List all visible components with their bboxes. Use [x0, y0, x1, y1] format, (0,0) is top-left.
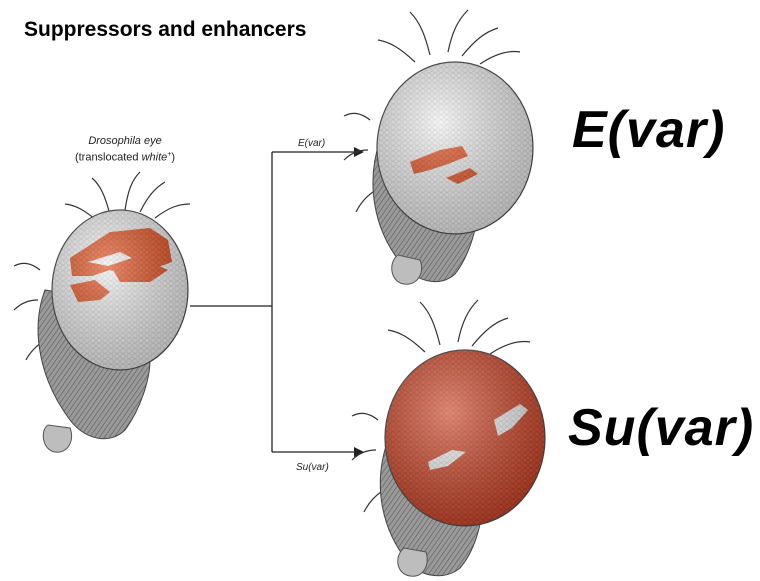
suppressor-fly-head [352, 300, 545, 576]
branch-connector [190, 152, 358, 452]
enhancer-fly-head [344, 10, 533, 284]
suppressor-arrowhead [354, 447, 364, 457]
source-fly-head [14, 172, 190, 452]
